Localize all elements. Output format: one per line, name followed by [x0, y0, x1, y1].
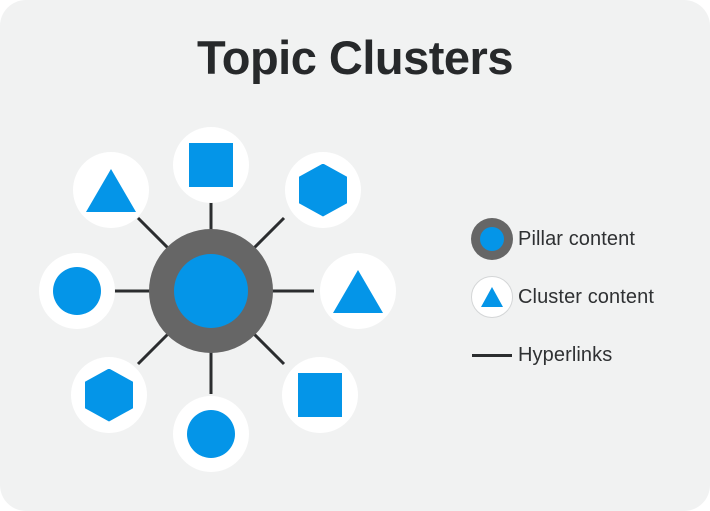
cluster-icon-triangle [481, 287, 503, 307]
hub-core-circle [174, 254, 248, 328]
legend-label-pillar-content: Pillar content [518, 227, 636, 250]
line-icon [466, 353, 518, 357]
node-top-right[interactable] [285, 152, 361, 228]
triangle-glyph [333, 269, 383, 313]
legend: Pillar content Cluster content Hyperlink… [466, 210, 696, 384]
pillar-icon [466, 218, 518, 260]
pillar-icon-core [480, 227, 504, 251]
hexagon-glyph [85, 368, 133, 422]
legend-item-hyperlinks: Hyperlinks [466, 326, 696, 384]
legend-label-hyperlinks: Hyperlinks [518, 343, 613, 366]
pillar-content-hub[interactable] [149, 229, 273, 353]
page-title: Topic Clusters [197, 31, 513, 84]
square-glyph [298, 373, 342, 417]
legend-item-cluster-content: Cluster content [466, 268, 696, 326]
legend-item-pillar-content: Pillar content [466, 210, 696, 268]
node-top-left[interactable] [73, 152, 149, 228]
square-glyph [189, 143, 233, 187]
node-left[interactable] [39, 253, 115, 329]
hyperlink-line-swatch [472, 353, 512, 357]
hexagon-glyph [299, 163, 347, 217]
node-right[interactable] [320, 253, 396, 329]
node-bottom[interactable] [173, 396, 249, 472]
pillar-icon-ring [471, 218, 513, 260]
legend-label-cluster-content: Cluster content [518, 285, 655, 308]
triangle-glyph [86, 168, 136, 212]
cluster-icon [466, 276, 518, 318]
node-top[interactable] [173, 127, 249, 203]
topic-cluster-diagram [0, 95, 430, 495]
node-bottom-left[interactable] [71, 357, 147, 433]
circle-glyph [53, 267, 101, 315]
cluster-icon-ring [471, 276, 513, 318]
circle-glyph [187, 410, 235, 458]
node-bottom-right[interactable] [282, 357, 358, 433]
